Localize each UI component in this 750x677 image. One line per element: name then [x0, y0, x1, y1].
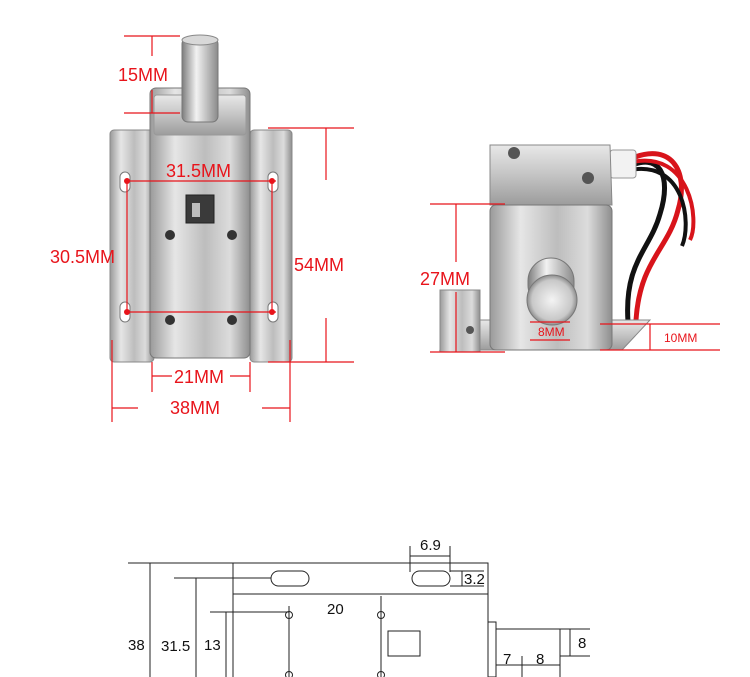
- dim-pin-height: 8: [578, 635, 587, 652]
- dim-hole-spacing: 20: [327, 601, 344, 618]
- screw-hole: [165, 315, 175, 325]
- dim-slot-length: 6.9: [420, 537, 441, 554]
- dim-pin-length: 8: [536, 651, 545, 668]
- dim-inner-height: 13: [204, 637, 221, 654]
- lock-pin: [181, 37, 219, 123]
- side-pin-face: [526, 274, 578, 326]
- dim-height-front: 54MM: [294, 255, 345, 275]
- slot-right: [411, 570, 451, 587]
- left-flange: [109, 129, 155, 363]
- dim-pin-side: 8MM: [538, 325, 565, 339]
- dim-hole-height: 31.5: [161, 638, 191, 655]
- hole-markers: [124, 178, 275, 315]
- dim-total-width: 38MM: [170, 398, 221, 418]
- dim-base-side: 10MM: [664, 331, 698, 345]
- front-dimension-lines: [111, 35, 354, 422]
- dim-slot-width: 3.2: [464, 571, 485, 588]
- dim-height-side: 27MM: [420, 269, 471, 289]
- red-wire: [626, 151, 684, 321]
- screw-hole: [165, 230, 175, 240]
- dim-hole-spacing-v: 30.5MM: [50, 247, 116, 267]
- front-photo-lock: [109, 34, 293, 363]
- wire-connector: [609, 149, 637, 179]
- dim-hole-spacing-h: 31.5MM: [166, 161, 232, 181]
- screw-hole: [227, 315, 237, 325]
- side-dimension-lines: [430, 203, 720, 353]
- technical-drawing: [128, 546, 590, 677]
- right-flange: [249, 129, 293, 363]
- side-photo-lock: [438, 144, 696, 353]
- dim-total-height: 38: [128, 637, 145, 654]
- side-body-top: [489, 144, 613, 206]
- dim-body-width: 21MM: [174, 367, 225, 387]
- black-wire: [624, 159, 668, 323]
- dim-pin-offset: 7: [503, 651, 512, 668]
- screw-hole: [227, 230, 237, 240]
- dim-pin-front: 15MM: [118, 65, 169, 85]
- drawing-window: [387, 630, 421, 657]
- slot-left: [270, 570, 310, 587]
